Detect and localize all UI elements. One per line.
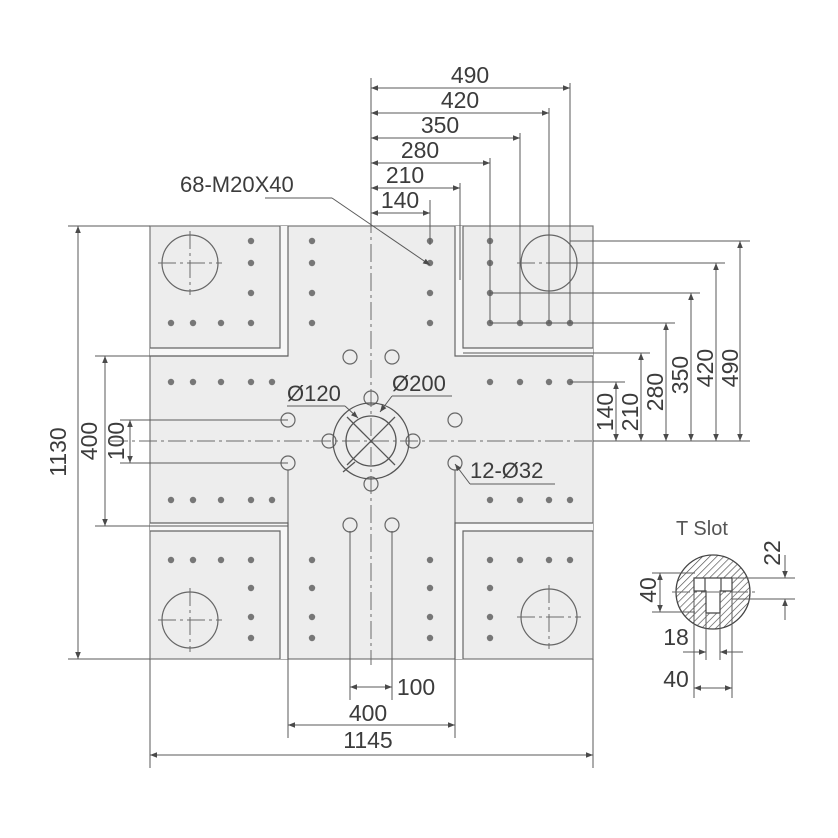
right-dim-210: 210: [617, 393, 643, 431]
top-dim-210: 210: [386, 162, 424, 188]
tapped-hole: [167, 496, 175, 504]
left-dim-100: 100: [103, 422, 129, 460]
tapped-hole: [247, 584, 255, 592]
top-dim-420: 420: [441, 87, 479, 113]
tapped-hole: [167, 378, 175, 386]
tapped-hole: [247, 613, 255, 621]
tapped-hole: [247, 556, 255, 564]
right-dim-420: 420: [692, 349, 718, 387]
tapped-hole: [308, 613, 316, 621]
tapped-hole: [426, 613, 434, 621]
tapped-hole: [247, 496, 255, 504]
tapped-hole: [426, 289, 434, 297]
bottom-dim-1145: 1145: [343, 727, 392, 753]
through-hole: [363, 476, 379, 492]
tapped-hole: [268, 378, 276, 386]
tapped-hole: [486, 496, 494, 504]
tapped-hole: [486, 584, 494, 592]
right-dim-140: 140: [592, 393, 618, 431]
tapped-hole: [189, 378, 197, 386]
tapped-hole: [486, 613, 494, 621]
tapped-hole: [545, 378, 553, 386]
tapped-hole: [486, 378, 494, 386]
top-dim-140: 140: [381, 187, 419, 213]
through-hole: [342, 349, 358, 365]
tapped-hole: [308, 634, 316, 642]
tslot-dim-22: 22: [759, 540, 785, 566]
tapped-hole: [217, 556, 225, 564]
centre-lines: [110, 215, 610, 665]
tapped-hole: [308, 237, 316, 245]
tapped-hole: [217, 378, 225, 386]
top-dimension-ladder: 490 420 350 280 210 140: [370, 62, 571, 323]
tapped-hole: [486, 556, 494, 564]
through-hole-label: 12-Ø32: [470, 458, 543, 483]
tapped-hole: [426, 556, 434, 564]
right-dimension-ladder: 490 420 350 280 210 140: [463, 240, 750, 442]
left-dim-400: 400: [76, 422, 102, 460]
top-dim-280: 280: [401, 137, 439, 163]
tapped-hole: [189, 319, 197, 327]
tapped-hole: [247, 634, 255, 642]
tslot-dim-18: 18: [663, 624, 689, 650]
tapped-holes-m20: [167, 237, 574, 642]
tapped-hole: [247, 378, 255, 386]
right-dim-350: 350: [667, 356, 693, 394]
left-dimensions: 1130 400 100: [45, 225, 288, 660]
tapped-hole: [217, 496, 225, 504]
top-dim-350: 350: [421, 112, 459, 138]
tapped-hole: [247, 289, 255, 297]
t-slot-detail: T Slot 22 40 18 40: [635, 518, 795, 698]
tapped-hole: [545, 496, 553, 504]
t-slot-channels: [150, 226, 593, 659]
bore-callouts: Ø120 Ø200 12-Ø32: [287, 371, 555, 485]
tapped-hole: [566, 496, 574, 504]
bottom-dim-100: 100: [397, 674, 435, 700]
through-hole: [384, 349, 400, 365]
tapped-hole: [167, 556, 175, 564]
small-bore-label: Ø120: [287, 381, 341, 406]
tapped-hole-callout: 68-M20X40: [180, 172, 431, 266]
tslot-dim-40-bottom: 40: [663, 666, 689, 692]
tapped-hole: [486, 634, 494, 642]
tapped-hole-label: 68-M20X40: [180, 172, 294, 197]
tapped-hole: [247, 259, 255, 267]
tapped-hole: [217, 319, 225, 327]
tapped-hole: [247, 237, 255, 245]
tslot-dim-40-left: 40: [635, 577, 661, 603]
tapped-hole: [516, 496, 524, 504]
tapped-hole: [308, 556, 316, 564]
top-dim-490: 490: [451, 62, 489, 88]
bottom-dimensions: 100 400 1145: [149, 470, 594, 768]
through-hole: [447, 412, 463, 428]
tapped-hole: [308, 319, 316, 327]
tapped-hole: [545, 556, 553, 564]
tapped-hole: [308, 584, 316, 592]
tapped-hole: [189, 556, 197, 564]
tapped-hole: [426, 634, 434, 642]
centre-bores: [332, 402, 410, 480]
tapped-hole: [308, 289, 316, 297]
tapped-hole: [516, 378, 524, 386]
tapped-hole: [308, 259, 316, 267]
tapped-hole: [268, 496, 276, 504]
tapped-hole: [426, 584, 434, 592]
through-hole: [405, 433, 421, 449]
right-dim-280: 280: [642, 373, 668, 411]
tapped-hole: [516, 556, 524, 564]
tapped-hole: [247, 319, 255, 327]
t-slot-title: T Slot: [676, 518, 728, 540]
tapped-hole: [426, 319, 434, 327]
bottom-dim-400: 400: [349, 700, 387, 726]
left-dim-1130: 1130: [45, 427, 71, 476]
tapped-hole: [189, 496, 197, 504]
tapped-hole: [167, 319, 175, 327]
through-hole: [321, 433, 337, 449]
through-hole: [363, 390, 379, 406]
tapped-hole: [566, 556, 574, 564]
large-bore-label: Ø200: [392, 371, 446, 396]
right-dim-490: 490: [717, 349, 743, 387]
